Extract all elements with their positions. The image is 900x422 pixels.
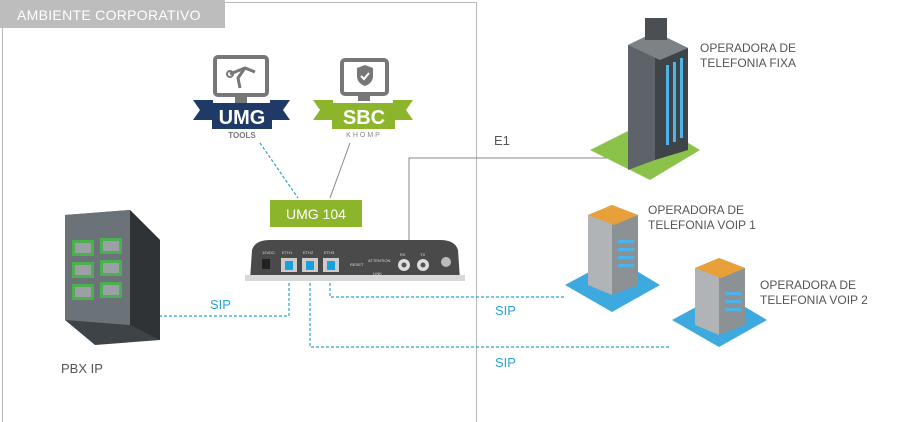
sip-pbx-label: SIP: [210, 297, 231, 312]
sip-pbx-line: [160, 278, 290, 317]
port-eth2: ETH2: [303, 250, 314, 255]
e1-line: [408, 157, 615, 258]
umg-tools-link: [259, 142, 299, 199]
umg-logo-subtitle: TOOLS: [228, 131, 256, 140]
fixed-operator-line1: OPERADORA DE: [700, 41, 797, 55]
reset-label: RESET: [350, 262, 364, 267]
sip-voip1-line: [329, 278, 565, 298]
e1-label: E1: [494, 133, 510, 148]
link-label: LINK: [373, 271, 382, 276]
port-12vdc: 12VDC: [262, 250, 275, 255]
voip1-line1: OPERADORA DE: [648, 203, 745, 217]
sbc-logo-subtitle: KHOMP: [346, 132, 382, 139]
umg-logo-text: UMG: [219, 107, 266, 129]
pbx-label: PBX IP: [61, 361, 103, 376]
fixed-operator-building-icon: [590, 18, 700, 180]
voip1-operator-label: OPERADORA DE TELEFONIA VOIP 1: [648, 203, 756, 233]
sip-voip2-line: [309, 278, 670, 348]
sip-voip2-label: SIP: [495, 355, 516, 370]
pbx-server-icon: [65, 210, 160, 345]
corporate-environment-frame: [2, 2, 477, 422]
voip1-building-icon: [565, 205, 660, 312]
diagram-canvas: UMG TOOLS SBC KHOMP 12VDC ETH1 ETH2 ETH3…: [65, 18, 767, 348]
sbc-link: [329, 142, 351, 199]
voip2-line1: OPERADORA DE: [760, 278, 857, 292]
umg-104-label: UMG 104: [270, 200, 362, 227]
voip1-line2: TELEFONIA VOIP 1: [648, 218, 756, 232]
port-eth3: ETH3: [324, 250, 335, 255]
port-rx: RX: [400, 252, 406, 257]
attention-label: ATTENTION: [368, 258, 390, 263]
port-eth1: ETH1: [282, 250, 293, 255]
umg-tools-logo: UMG TOOLS: [193, 55, 290, 140]
corporate-environment-label: AMBIENTE CORPORATIVO: [0, 0, 225, 28]
port-tx: TX: [420, 252, 425, 257]
fixed-operator-line2: TELEFONIA FIXA: [700, 56, 797, 70]
sbc-logo: SBC KHOMP: [313, 58, 413, 139]
umg-104-device: 12VDC ETH1 ETH2 ETH3 RESET ATTENTION LIN…: [245, 240, 465, 281]
sbc-logo-text: SBC: [343, 107, 385, 129]
sip-voip1-label: SIP: [495, 303, 516, 318]
voip2-operator-label: OPERADORA DE TELEFONIA VOIP 2: [760, 278, 868, 308]
voip2-building-icon: [672, 258, 767, 347]
voip2-line2: TELEFONIA VOIP 2: [760, 293, 868, 307]
fixed-operator-label: OPERADORA DE TELEFONIA FIXA: [700, 41, 796, 71]
